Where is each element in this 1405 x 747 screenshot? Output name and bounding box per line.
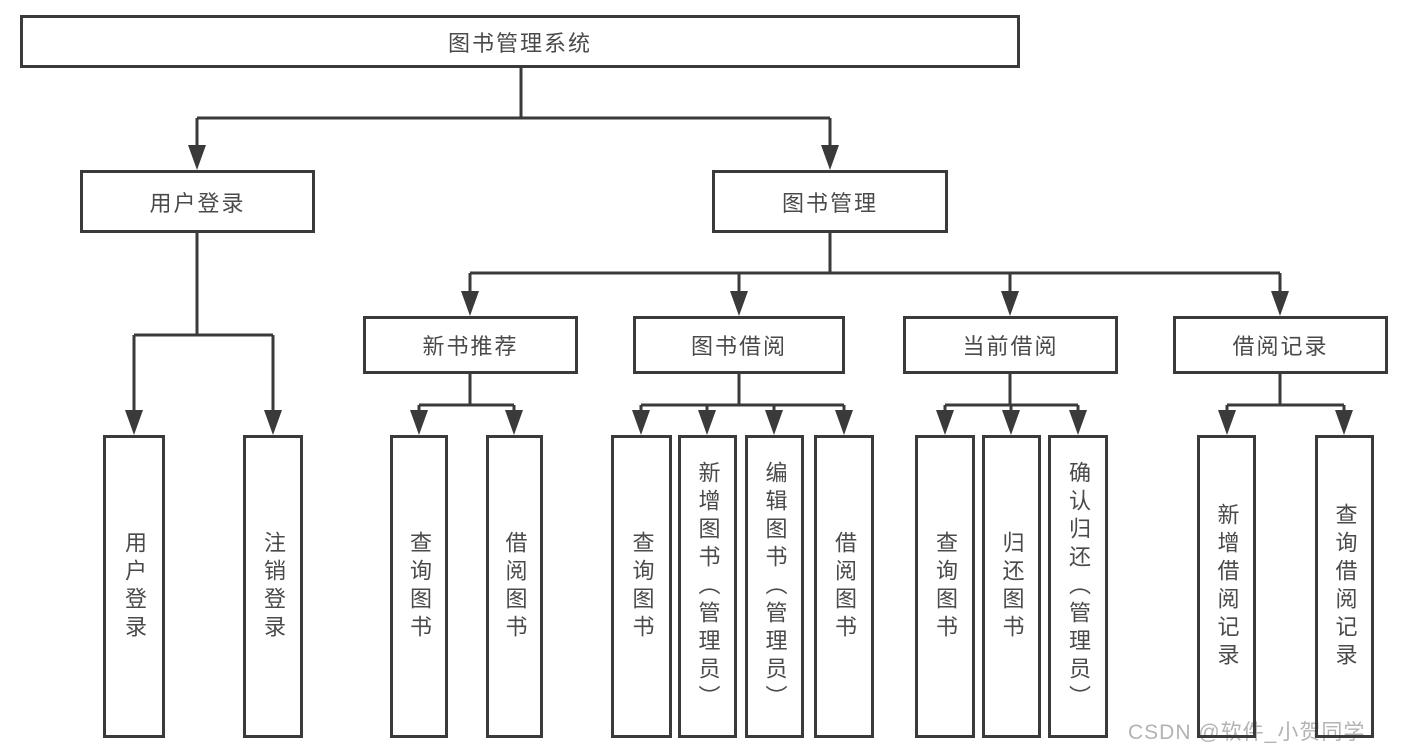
leaf-logout: 注销登录 (243, 435, 303, 738)
leaf-confirm-return-admin: 确认归还（管理员） (1048, 435, 1108, 738)
leaf-query-books-current: 查询图书 (915, 435, 975, 738)
leaf-add-book-admin: 新增图书（管理员） (678, 435, 737, 738)
leaf-return-book: 归还图书 (982, 435, 1041, 738)
leaf-query-books-recommend: 查询图书 (390, 435, 448, 738)
leaf-edit-book-admin: 编辑图书（管理员） (745, 435, 804, 738)
node-library-management-system: 图书管理系统 (20, 15, 1020, 68)
node-user-login-module: 用户登录 (80, 170, 315, 233)
node-new-book-recommendation: 新书推荐 (363, 316, 578, 374)
node-borrowing-records: 借阅记录 (1173, 316, 1388, 374)
leaf-borrow-books-recommend: 借阅图书 (486, 435, 543, 738)
leaf-query-borrow-record: 查询借阅记录 (1315, 435, 1374, 738)
node-book-management-module: 图书管理 (712, 170, 948, 233)
node-current-borrowing: 当前借阅 (903, 316, 1118, 374)
leaf-add-borrow-record: 新增借阅记录 (1197, 435, 1256, 738)
leaf-query-books-borrowing: 查询图书 (611, 435, 672, 738)
leaf-borrow-books: 借阅图书 (814, 435, 874, 738)
node-book-borrowing: 图书借阅 (633, 316, 845, 374)
watermark-text: CSDN @软件_小贺同学 (1128, 721, 1366, 744)
leaf-user-login: 用户登录 (103, 435, 165, 738)
